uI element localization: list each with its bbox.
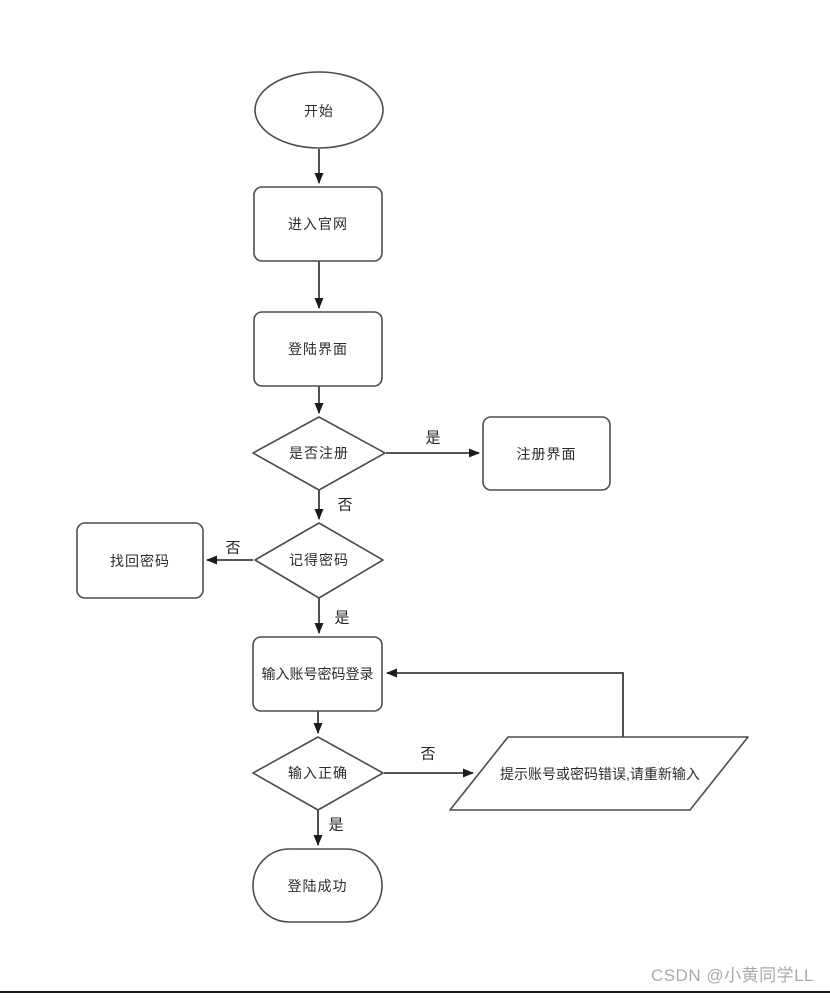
node-login-success-shape	[252, 848, 383, 923]
node-login-page-shape	[253, 311, 383, 387]
node-remember-password-shape	[254, 522, 384, 599]
bottom-divider	[0, 991, 830, 993]
node-enter-credentials-shape	[252, 636, 383, 712]
node-start-shape	[254, 71, 384, 149]
edge-error-message-to-enter-credentials	[386, 668, 624, 737]
node-register-page-shape	[482, 416, 611, 491]
node-input-correct-shape	[252, 736, 384, 811]
watermark-text: CSDN @小黄同学LL	[650, 966, 814, 985]
node-is-registered-shape	[252, 416, 386, 491]
node-recover-password-shape	[76, 522, 204, 599]
node-error-message-shape	[449, 736, 749, 811]
node-enter-site-shape	[253, 186, 383, 262]
